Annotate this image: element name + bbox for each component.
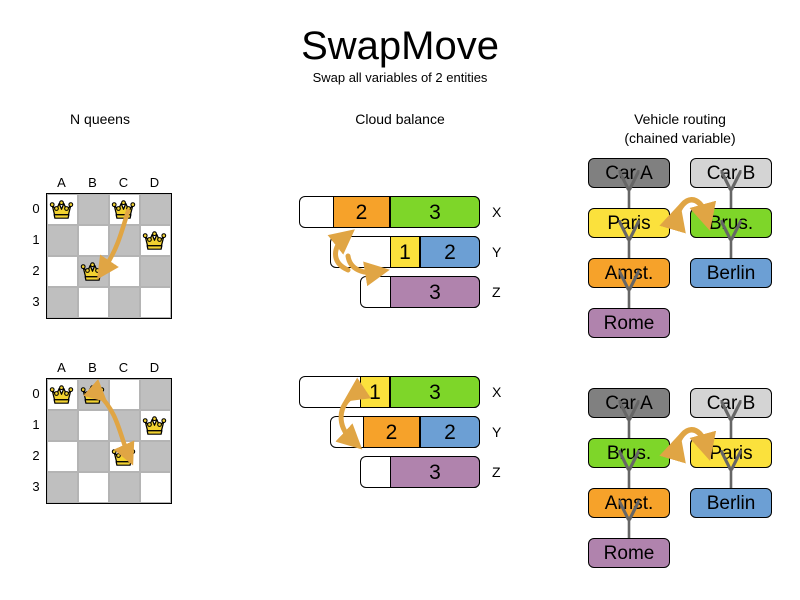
cloud-process-Z-1[interactable]: 3 xyxy=(390,276,480,308)
board-cell-C3[interactable] xyxy=(109,287,140,318)
vrp-node-rome[interactable]: Rome xyxy=(588,538,670,568)
queen-D1[interactable] xyxy=(139,224,170,255)
cloud-row-label-X: X xyxy=(492,204,502,220)
column-heading-cloud-balance: Cloud balance xyxy=(355,111,445,127)
cloud-row-label-Y: Y xyxy=(492,424,502,440)
board-file-label-D: D xyxy=(149,175,160,190)
board-cell-B3[interactable] xyxy=(78,287,109,318)
board-cell-C3[interactable] xyxy=(109,472,140,503)
queen-icon xyxy=(142,231,167,250)
cloud-process-X-1[interactable]: 2 xyxy=(333,196,390,228)
queen-icon xyxy=(49,200,74,219)
queen-A0[interactable] xyxy=(46,193,77,224)
board-file-label-D: D xyxy=(149,360,160,375)
queen-icon xyxy=(142,416,167,435)
vrp-node-rome[interactable]: Rome xyxy=(588,308,670,338)
board-rank-label-0: 0 xyxy=(32,201,40,216)
board-cell-A2[interactable] xyxy=(47,441,78,472)
cloud-row-label-X: X xyxy=(492,384,502,400)
board-cell-B3[interactable] xyxy=(78,472,109,503)
board-cell-A3[interactable] xyxy=(47,472,78,503)
board-rank-label-2: 2 xyxy=(32,448,40,463)
board-cell-D3[interactable] xyxy=(140,472,171,503)
cloud-process-Z-1[interactable]: 3 xyxy=(390,456,480,488)
board-rank-label-1: 1 xyxy=(32,417,40,432)
board-cell-B0[interactable] xyxy=(78,194,109,225)
column-heading-vehicle-routing: Vehicle routing (chained variable) xyxy=(580,110,780,148)
queen-icon xyxy=(49,385,74,404)
cloud-process-Y-1[interactable]: 1 xyxy=(390,236,420,268)
board-rank-label-1: 1 xyxy=(32,232,40,247)
cloud-process-Y-2[interactable]: 2 xyxy=(420,236,480,268)
board-file-label-C: C xyxy=(118,175,129,190)
board-file-label-A: A xyxy=(57,175,66,190)
vrp-edges xyxy=(0,158,800,308)
board-rank-label-3: 3 xyxy=(32,294,40,309)
board-cell-A3[interactable] xyxy=(47,287,78,318)
cloud-process-X-2[interactable]: 3 xyxy=(390,376,480,408)
cloud-row-label-Y: Y xyxy=(492,244,502,260)
board-rank-label-0: 0 xyxy=(32,386,40,401)
board-file-label-C: C xyxy=(118,360,129,375)
board-rank-label-3: 3 xyxy=(32,479,40,494)
board-cell-D2[interactable] xyxy=(140,441,171,472)
cloud-process-X-2[interactable]: 3 xyxy=(390,196,480,228)
vrp-edges xyxy=(0,388,800,538)
board-cell-D0[interactable] xyxy=(140,194,171,225)
board-file-label-B: B xyxy=(88,360,97,375)
cloud-process-Y-2[interactable]: 2 xyxy=(420,416,480,448)
board-file-label-A: A xyxy=(57,360,66,375)
chessboard[interactable] xyxy=(46,378,172,504)
board-cell-A2[interactable] xyxy=(47,256,78,287)
cloud-swap-arrow xyxy=(335,377,372,450)
column-heading-nqueens: N queens xyxy=(70,111,130,127)
queen-D1[interactable] xyxy=(139,409,170,440)
chessboard[interactable] xyxy=(46,193,172,319)
column-heading-vehicle-routing-line1: Vehicle routing xyxy=(634,111,726,127)
board-cell-B1[interactable] xyxy=(78,225,109,256)
board-cell-D0[interactable] xyxy=(140,379,171,410)
nqueens-move-arrow xyxy=(83,379,135,466)
cloud-swap-arrow xyxy=(327,229,390,287)
page-title: SwapMove xyxy=(301,24,499,68)
board-cell-A1[interactable] xyxy=(47,410,78,441)
board-cell-D3[interactable] xyxy=(140,287,171,318)
cloud-row-label-Z: Z xyxy=(492,284,501,300)
queen-A0[interactable] xyxy=(46,378,77,409)
vrp-node-berlin[interactable]: Berlin xyxy=(690,488,772,518)
board-cell-A1[interactable] xyxy=(47,225,78,256)
board-cell-D2[interactable] xyxy=(140,256,171,287)
vrp-node-berlin[interactable]: Berlin xyxy=(690,258,772,288)
board-rank-label-2: 2 xyxy=(32,263,40,278)
column-heading-vehicle-routing-line2: (chained variable) xyxy=(624,130,736,146)
cloud-process-Y-1[interactable]: 2 xyxy=(363,416,420,448)
cloud-row-label-Z: Z xyxy=(492,464,501,480)
board-file-label-B: B xyxy=(88,175,97,190)
nqueens-move-arrow xyxy=(97,208,131,280)
page-subtitle: Swap all variables of 2 entities xyxy=(312,70,488,85)
